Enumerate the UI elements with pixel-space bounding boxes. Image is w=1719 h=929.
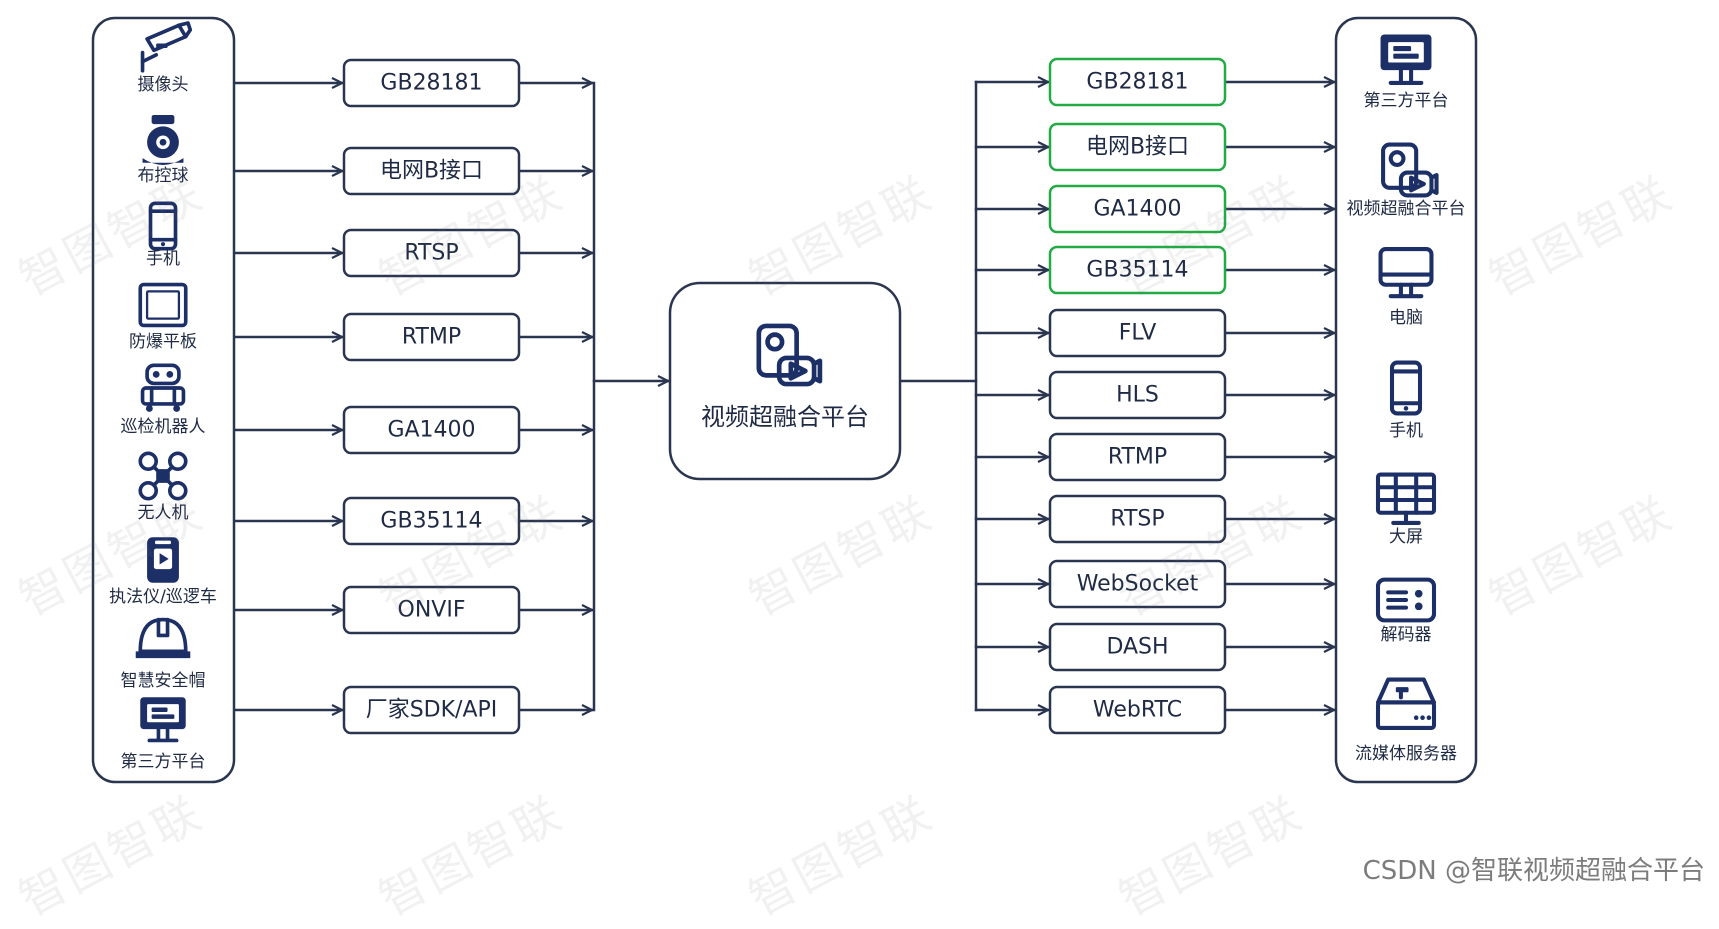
input-protocol-label: RTMP — [402, 325, 461, 350]
output-protocol-box — [1048, 370, 1227, 420]
helmet-icon — [135, 617, 191, 659]
cctv-camera-icon — [140, 21, 193, 73]
output-protocol-box — [1048, 494, 1227, 544]
credit-text: CSDN @智联视频超融合平台 — [1362, 856, 1705, 886]
server-icon — [1375, 677, 1437, 730]
output-protocol-box — [1048, 184, 1227, 234]
output-protocol-box — [1048, 432, 1227, 482]
device-label: 防爆平板 — [129, 332, 197, 352]
consumer-label: 第三方平台 — [1364, 91, 1449, 111]
output-protocol-label: GA1400 — [1093, 197, 1181, 222]
device-label: 手机 — [146, 249, 180, 269]
device-label: 巡检机器人 — [121, 417, 206, 437]
device-panel — [91, 16, 236, 784]
video-platform-icon — [756, 323, 823, 387]
input-protocol-label: RTSP — [404, 241, 458, 266]
output-protocol-label: HLS — [1116, 383, 1159, 408]
dome-camera-icon — [142, 115, 184, 165]
drone-icon — [138, 451, 188, 501]
protocol-flow-diagram: 摄像头布控球手机防爆平板巡检机器人无人机执法仪/巡逻车智慧安全帽第三方平台GB2… — [91, 16, 1478, 784]
device-label: 执法仪/巡逻车 — [109, 587, 217, 607]
input-protocol-label: ONVIF — [398, 598, 466, 623]
output-protocol-box — [1048, 122, 1227, 172]
output-protocol-box — [1048, 685, 1227, 735]
input-protocol-box — [342, 312, 521, 362]
output-protocol-label: FLV — [1119, 321, 1157, 346]
output-protocol-box — [1048, 57, 1227, 107]
input-protocol-box — [342, 496, 521, 546]
output-protocol-label: WebRTC — [1093, 698, 1182, 723]
computer-icon — [1378, 247, 1434, 299]
device-label: 布控球 — [138, 166, 189, 186]
input-protocol-label: GB35114 — [380, 509, 482, 534]
input-protocol-box — [342, 58, 521, 108]
consumer-label: 电脑 — [1389, 308, 1423, 328]
tablet-icon — [138, 282, 188, 328]
input-protocol-box — [342, 146, 521, 196]
consumer-label: 手机 — [1389, 421, 1423, 441]
phone-icon — [148, 201, 178, 251]
output-protocol-box — [1048, 308, 1227, 358]
device-label: 第三方平台 — [121, 752, 206, 772]
center-platform-box — [668, 281, 902, 481]
consumer-label: 解码器 — [1381, 625, 1432, 645]
output-protocol-label: RTMP — [1108, 445, 1167, 470]
monitor-icon — [1380, 34, 1432, 85]
output-protocol-label: 电网B接口 — [1086, 135, 1189, 160]
output-protocol-label: WebSocket — [1077, 572, 1199, 597]
output-protocol-label: RTSP — [1110, 507, 1164, 532]
output-protocol-box — [1048, 559, 1227, 609]
output-protocol-box — [1048, 622, 1227, 672]
phone-icon — [1389, 360, 1423, 416]
consumer-label: 视频超融合平台 — [1347, 199, 1466, 219]
input-protocol-label: GA1400 — [387, 418, 475, 443]
center-platform-label: 视频超融合平台 — [701, 403, 869, 431]
video-wall-icon — [1375, 472, 1437, 525]
input-protocol-box — [342, 228, 521, 278]
consumer-panel — [1334, 16, 1478, 784]
input-protocol-box — [342, 685, 521, 735]
input-protocol-box — [342, 405, 521, 455]
input-protocol-label: 厂家SDK/API — [366, 698, 498, 723]
output-protocol-label: GB28181 — [1086, 70, 1188, 95]
device-label: 无人机 — [138, 503, 189, 523]
consumer-label: 大屏 — [1389, 527, 1423, 547]
device-label: 智慧安全帽 — [121, 671, 206, 691]
input-protocol-box — [342, 585, 521, 635]
output-protocol-label: DASH — [1106, 635, 1168, 660]
input-protocol-label: 电网B接口 — [380, 159, 483, 184]
decoder-icon — [1375, 577, 1437, 623]
robot-icon — [140, 363, 186, 412]
output-protocol-label: GB35114 — [1086, 258, 1188, 283]
output-protocol-box — [1048, 245, 1227, 295]
monitor-icon — [140, 697, 186, 743]
video-platform-icon — [1381, 142, 1439, 198]
input-protocol-label: GB28181 — [380, 71, 482, 96]
consumer-label: 流媒体服务器 — [1355, 744, 1457, 764]
body-camera-icon — [147, 537, 179, 583]
device-label: 摄像头 — [138, 75, 189, 95]
